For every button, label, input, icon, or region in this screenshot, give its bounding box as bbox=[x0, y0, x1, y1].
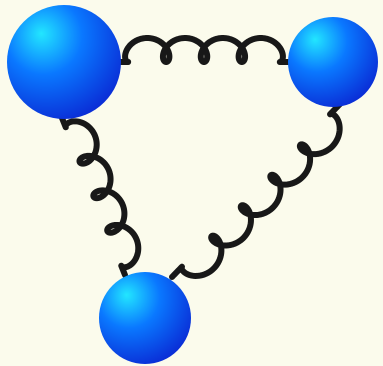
sphere-top-right bbox=[288, 17, 378, 107]
sphere-top-left bbox=[7, 5, 121, 119]
sphere-bottom bbox=[99, 272, 191, 364]
